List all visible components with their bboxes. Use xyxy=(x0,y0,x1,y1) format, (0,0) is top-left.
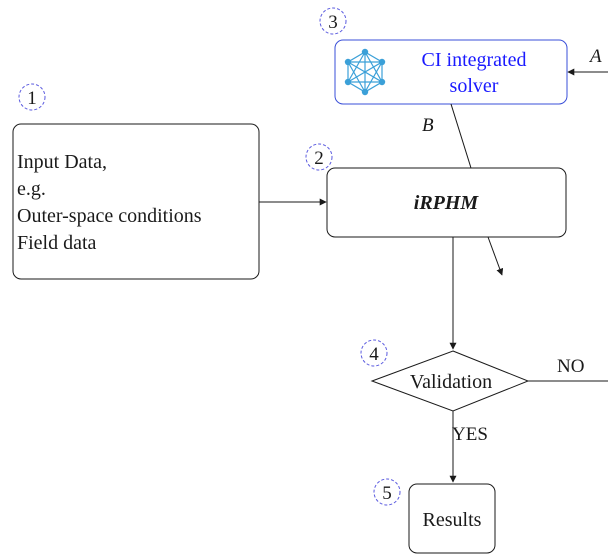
model-output-arrow xyxy=(487,236,504,276)
input-line-1: Input Data, xyxy=(17,151,107,173)
step-number-2: 2 xyxy=(314,148,324,169)
step-marker-3: 3 xyxy=(319,7,347,35)
results-label: Results xyxy=(423,509,482,531)
edge-label-no: NO xyxy=(557,356,584,377)
validation-label: Validation xyxy=(410,371,492,393)
input-line-4: Field data xyxy=(17,232,97,254)
step-number-3: 3 xyxy=(328,12,338,33)
results-box: Results xyxy=(408,483,496,554)
solver-line-1: CI integrated xyxy=(422,49,527,71)
step-number-5: 5 xyxy=(382,483,392,504)
edge-label-b: B xyxy=(422,115,434,136)
network-icon xyxy=(344,48,386,96)
step-marker-5: 5 xyxy=(373,478,401,506)
solver-line-2: solver xyxy=(450,75,499,97)
input-data-box: Input Data, e.g. Outer-space conditions … xyxy=(12,123,260,280)
step-marker-1: 1 xyxy=(18,83,46,111)
input-line-3: Outer-space conditions xyxy=(17,205,202,227)
input-line-2: e.g. xyxy=(17,178,46,200)
step-number-4: 4 xyxy=(369,344,379,365)
edge-label-yes: YES xyxy=(452,424,488,445)
validation-decision: Validation xyxy=(370,350,530,412)
edge-label-a: A xyxy=(588,46,602,67)
solver-model-link xyxy=(450,103,472,169)
model-label: iRPHM xyxy=(414,192,480,214)
step-marker-4: 4 xyxy=(360,339,388,367)
irphm-model-box: iRPHM xyxy=(326,167,567,238)
step-number-1: 1 xyxy=(27,88,37,109)
ci-solver-box: CI integrated solver xyxy=(334,39,568,105)
step-marker-2: 2 xyxy=(305,143,333,171)
